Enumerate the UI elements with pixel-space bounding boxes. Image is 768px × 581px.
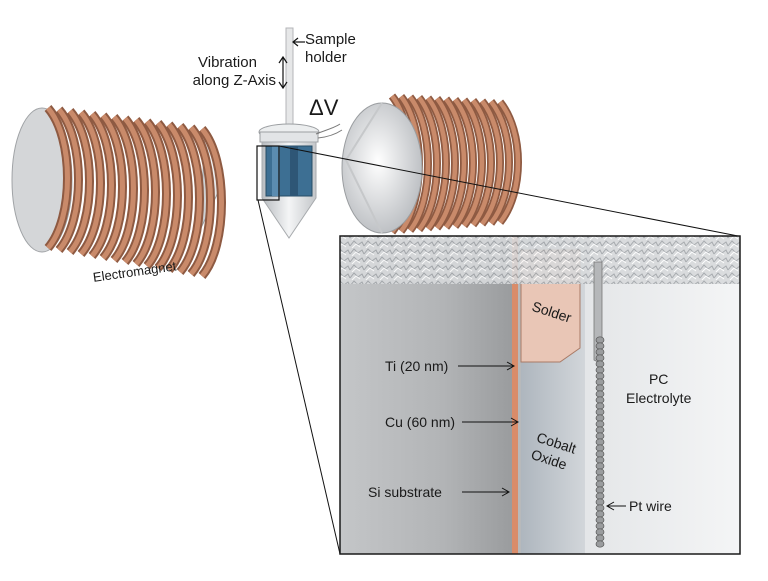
- pt-wire: [595, 336, 605, 548]
- pt-wire-twist: [595, 474, 605, 482]
- pt-wire-twist: [595, 522, 605, 530]
- pt-wire-twist: [595, 360, 605, 368]
- zoom-line-top: [278, 145, 739, 237]
- zoom-line-bottom: [257, 199, 341, 555]
- vibration-arrow: [278, 55, 288, 64]
- pt-wire-twist: [595, 348, 605, 356]
- pt-wire-twist: [595, 450, 605, 458]
- inset-border: [339, 235, 741, 555]
- pt-wire-twist: [595, 444, 605, 452]
- pt-wire-twist: [595, 408, 605, 416]
- pt-arrow: [605, 501, 615, 511]
- sample-holder-assembly: [256, 27, 343, 239]
- ti-label: Ti (20 nm): [385, 358, 449, 374]
- pt-wire-twist: [595, 534, 605, 542]
- pt-wire-twist: [595, 498, 605, 506]
- cu-film: [512, 236, 518, 554]
- si-substrate-region: [340, 236, 512, 554]
- pt-wire-twist: [595, 468, 605, 476]
- pt-wire-twist: [595, 354, 605, 362]
- pt-wire-twist: [595, 366, 605, 374]
- ti-arrow: [506, 361, 516, 371]
- cu-label: Cu (60 nm): [385, 414, 456, 430]
- delta-v-label: ΔV: [309, 95, 339, 120]
- pt-wire-twist: [595, 372, 605, 380]
- pt-wire-twist: [595, 480, 605, 488]
- cu-arrow: [510, 417, 520, 427]
- pt-wire-twist: [595, 438, 605, 446]
- inset-pointers: [458, 361, 626, 511]
- right-pole-face: [341, 102, 423, 234]
- pt-wire-twist: [595, 504, 605, 512]
- pt-wire-twist: [595, 432, 605, 440]
- pt-wire-twist: [595, 336, 605, 344]
- pt-wire-twist: [595, 384, 605, 392]
- pt-wire-twist: [595, 414, 605, 422]
- pt-wire-twist: [595, 402, 605, 410]
- electrolyte-region: [585, 236, 740, 554]
- crystal-top: [340, 236, 740, 284]
- pt-wire-twist: [595, 492, 605, 500]
- inset-cross-section: [339, 235, 741, 555]
- pt-wire-twist: [595, 486, 605, 494]
- pt-wire-twist: [595, 510, 605, 518]
- pt-wire-label: Pt wire: [629, 498, 672, 514]
- sample-holder-arrow: [292, 37, 299, 47]
- si-substrate-label: Si substrate: [368, 484, 442, 500]
- left-coil-windings: [44, 105, 226, 279]
- left-coil-end-face: [11, 107, 73, 253]
- pt-wire-twist: [595, 420, 605, 428]
- right-electromagnet: [341, 93, 522, 235]
- right-coil-windings: [388, 93, 522, 235]
- sample-holder-rod: [285, 27, 294, 131]
- pt-wire-twist: [595, 528, 605, 536]
- pt-wire-twist: [595, 378, 605, 386]
- pt-wire-twist: [595, 540, 605, 548]
- pt-wire-twist: [595, 516, 605, 524]
- si-arrow: [501, 487, 511, 497]
- pt-wire-twist: [595, 426, 605, 434]
- pt-wire-twist: [595, 396, 605, 404]
- pt-wire-twist: [595, 342, 605, 350]
- pt-wire-twist: [595, 462, 605, 470]
- ti-film: [518, 236, 521, 554]
- pt-wire-twist: [595, 390, 605, 398]
- annotation-arrows: [278, 37, 305, 90]
- left-electromagnet: [11, 105, 226, 279]
- pt-wire-twist: [595, 456, 605, 464]
- zoom-highlight-box: [256, 145, 280, 201]
